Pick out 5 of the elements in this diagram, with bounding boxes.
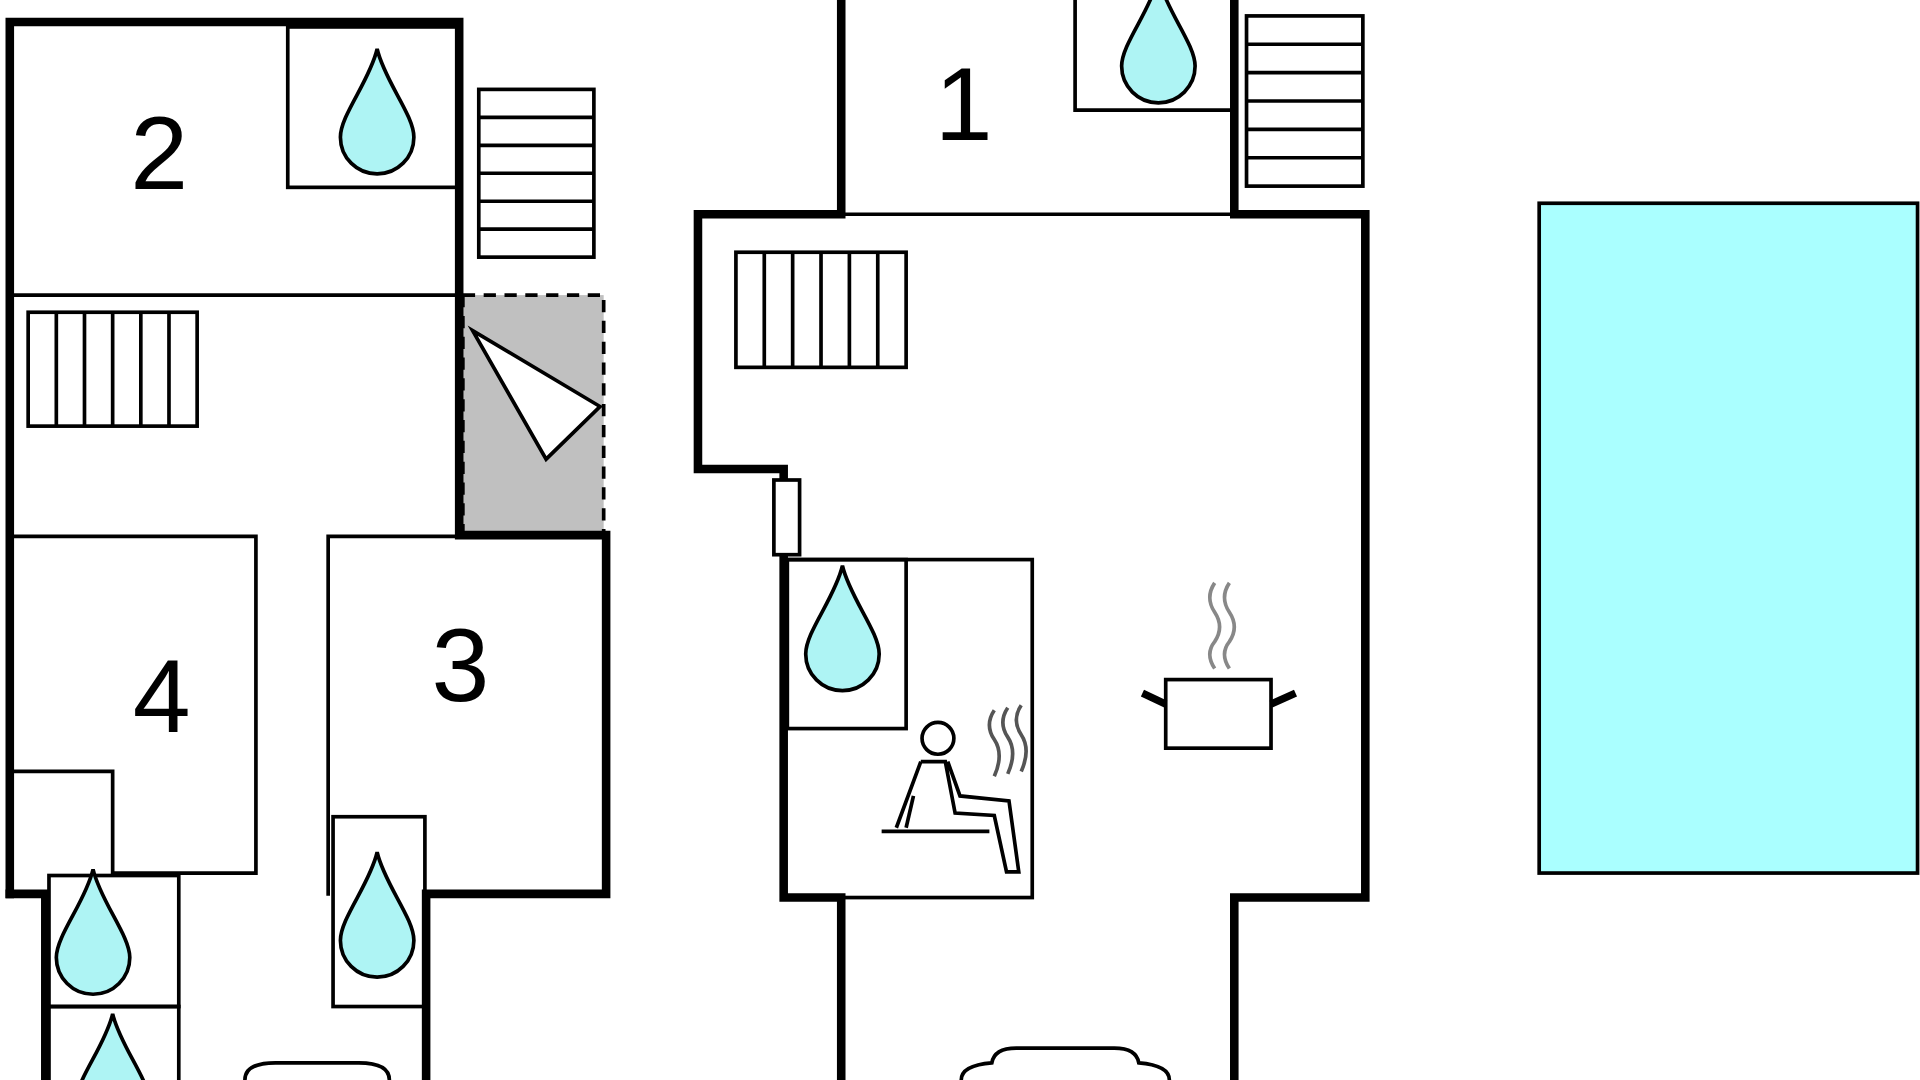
- room-number: 3: [431, 612, 490, 717]
- room-number: 4: [132, 643, 191, 748]
- room-number: 1: [934, 52, 993, 157]
- pool: [1537, 201, 1920, 875]
- room-number: 2: [130, 101, 189, 206]
